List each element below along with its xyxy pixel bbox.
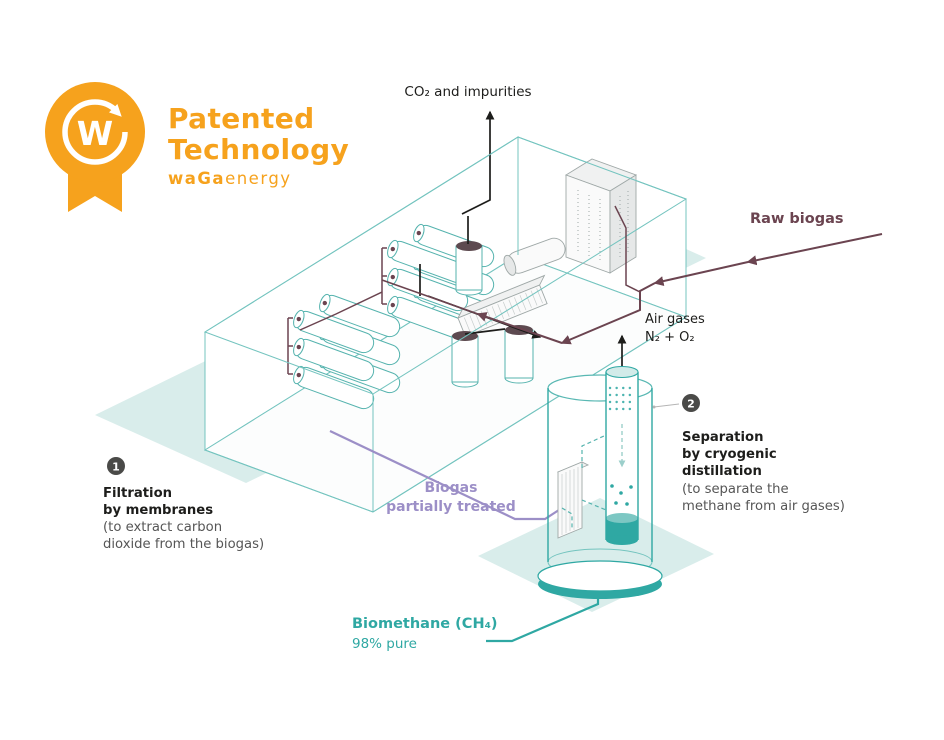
step-1-title-line1: Filtration xyxy=(103,486,172,501)
vessel-2 xyxy=(451,331,479,388)
subcooler xyxy=(556,461,590,539)
container-wireframe-edges xyxy=(203,136,688,513)
step-2-number: 2 xyxy=(687,398,695,411)
step-2-desc-line2: methane from air gases) xyxy=(682,499,845,514)
step-1-desc-line1: (to extract carbon xyxy=(103,520,222,535)
step-1-callout: 1 Filtration by membranes (to extract ca… xyxy=(103,457,264,552)
circular-arrow-head xyxy=(109,104,122,117)
inner-column xyxy=(605,365,639,545)
ground-shadow-column xyxy=(478,498,714,612)
badge-circle xyxy=(45,82,145,182)
internal-piping xyxy=(561,435,607,530)
droplets xyxy=(610,484,633,506)
step-1-badge xyxy=(107,457,125,475)
patented-technology-badge: W xyxy=(45,82,145,212)
step-2-callout: 2 Separation by cryogenic distillation (… xyxy=(682,394,845,514)
circular-arrow-icon xyxy=(62,99,128,165)
raw-biogas-label: Raw biogas xyxy=(750,211,844,227)
wordmark-bold: waGa xyxy=(168,169,225,188)
raw-biogas-line xyxy=(381,205,883,345)
step-2-title-line1: Separation xyxy=(682,430,763,445)
biogas-partial-label-line1: Biogas xyxy=(425,480,478,496)
step-1-title-line2: by membranes xyxy=(103,503,213,518)
step-2-title-line2: by cryogenic xyxy=(682,447,777,462)
biomethane-label-line2: 98% pure xyxy=(352,636,417,652)
process-vessels xyxy=(451,241,534,388)
blower-cylinder xyxy=(503,237,566,276)
control-cabinet xyxy=(503,158,638,276)
step-2-desc-line1: (to separate the xyxy=(682,482,789,497)
vessel-1 xyxy=(455,241,483,296)
co2-label: CO₂ and impurities xyxy=(404,84,531,100)
title-line1: Patented xyxy=(168,102,315,135)
title-line2: Technology xyxy=(168,133,349,166)
step-2-badge xyxy=(682,394,700,412)
biogas-partially-treated-line xyxy=(329,430,563,521)
wordmark-light: energy xyxy=(225,169,292,188)
membrane-container-unit xyxy=(203,110,688,513)
liquid-methane xyxy=(606,518,638,540)
membrane-rack-front xyxy=(287,293,401,410)
air-gases-label-line1: Air gases xyxy=(645,312,705,327)
cryogenic-column xyxy=(486,334,680,643)
packing-dots xyxy=(608,386,638,411)
step-1-number: 1 xyxy=(112,461,120,474)
waga-energy-wordmark: waGaenergy xyxy=(168,169,292,188)
column-base xyxy=(537,560,663,592)
biogas-partial-label-line2: partially treated xyxy=(386,499,516,515)
co2-vent-pipe xyxy=(461,110,495,215)
waga-monogram: W xyxy=(77,114,113,153)
heat-exchanger xyxy=(457,274,548,338)
patented-technology-title: Patented Technology waGaenergy xyxy=(168,102,349,188)
step-1-desc-line2: dioxide from the biogas) xyxy=(103,537,264,552)
biomethane-label-line1: Biomethane (CH₄) xyxy=(352,616,498,632)
step-2-title-line3: distillation xyxy=(682,464,762,479)
step2-pointer-line xyxy=(653,403,680,408)
inter-rack-pipe xyxy=(299,291,383,331)
air-gases-label-line2: N₂ + O₂ xyxy=(645,330,695,345)
